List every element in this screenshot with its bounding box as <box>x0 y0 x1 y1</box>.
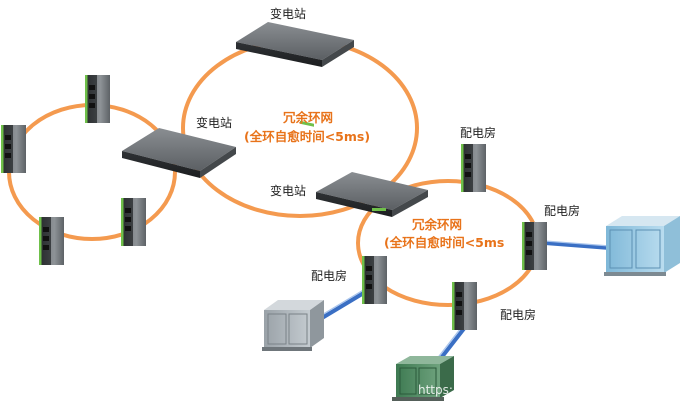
industrial-switch-8 <box>452 282 477 330</box>
distribution-box-left <box>262 300 324 351</box>
industrial-switch-2 <box>1 125 26 173</box>
substation-switch-left <box>122 128 236 178</box>
link-to-right-box <box>544 241 611 250</box>
industrial-switch-3 <box>39 217 64 265</box>
industrial-switch-7 <box>362 256 387 304</box>
lower-ring-title: 冗余环网 <box>411 217 462 232</box>
substation-switch-top <box>236 22 354 127</box>
industrial-switch-1 <box>85 75 110 123</box>
upper-ring-subtitle: (全环自愈时间<5ms) <box>244 129 370 144</box>
label-substation-left: 变电站 <box>196 115 232 130</box>
lower-ring-subtitle: (全环自愈时间<5ms <box>384 235 504 250</box>
upper-ring-title: 冗余环网 <box>282 110 333 125</box>
distribution-box-bottom <box>392 356 454 401</box>
watermark: https://blog.csdn.net/VRunSoftYanlz <box>418 383 632 397</box>
industrial-switch-5 <box>461 144 486 192</box>
industrial-switch-6 <box>522 222 547 270</box>
label-dist-room-4: 配电房 <box>500 307 536 322</box>
substation-switch-center <box>316 172 428 217</box>
label-dist-room-2: 配电房 <box>544 203 580 218</box>
left-ring <box>7 103 177 241</box>
label-substation-top: 变电站 <box>270 6 306 21</box>
distribution-box-right <box>604 216 680 276</box>
label-substation-center: 变电站 <box>270 183 306 198</box>
industrial-switch-4 <box>121 198 146 246</box>
label-dist-room-1: 配电房 <box>460 125 496 140</box>
label-dist-room-3: 配电房 <box>311 268 347 283</box>
